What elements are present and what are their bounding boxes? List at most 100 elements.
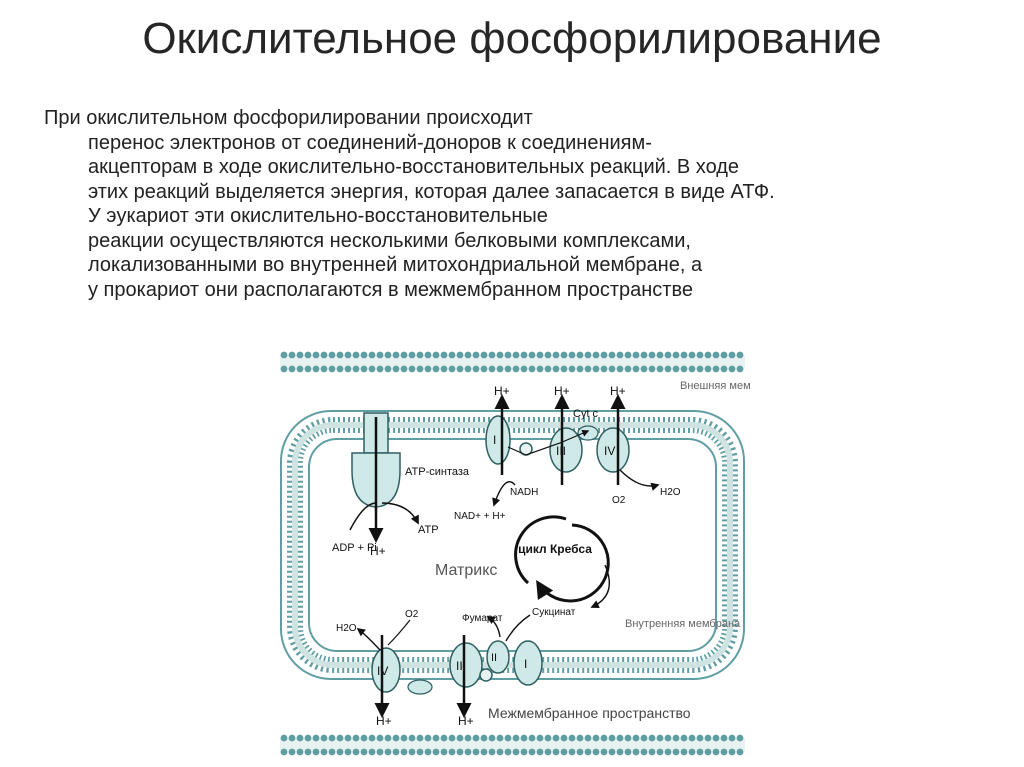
lipid-head bbox=[352, 734, 360, 742]
lipid-head bbox=[736, 351, 744, 359]
lipid-head bbox=[512, 351, 520, 359]
lipid-head bbox=[488, 748, 496, 756]
lipid-head bbox=[464, 351, 472, 359]
lipid-head bbox=[344, 748, 352, 756]
lipid-head bbox=[560, 365, 568, 373]
lipid-head bbox=[440, 734, 448, 742]
lipid-head bbox=[528, 365, 536, 373]
lipid-head bbox=[512, 748, 520, 756]
complex-iii-bottom: III bbox=[449, 642, 483, 688]
lipid-head bbox=[728, 734, 736, 742]
lipid-head bbox=[496, 365, 504, 373]
lipid-head bbox=[504, 734, 512, 742]
lipid-head bbox=[304, 351, 312, 359]
complex-iv-bottom: IV bbox=[371, 647, 401, 693]
complex-i-bottom-label: I bbox=[524, 657, 527, 671]
lipid-head bbox=[664, 734, 672, 742]
lipid-head bbox=[640, 365, 648, 373]
lipid-head bbox=[320, 351, 328, 359]
lipid-head bbox=[448, 734, 456, 742]
lipid-head bbox=[360, 734, 368, 742]
complex-iii-bottom-label: III bbox=[456, 659, 466, 673]
lipid-head bbox=[512, 365, 520, 373]
krebs-label: цикл Кребса bbox=[518, 542, 592, 556]
lipid-head bbox=[672, 351, 680, 359]
lipid-head bbox=[672, 734, 680, 742]
lipid-head bbox=[376, 365, 384, 373]
lipid-head bbox=[536, 734, 544, 742]
lipid-head bbox=[600, 351, 608, 359]
lipid-head bbox=[296, 365, 304, 373]
lipid-head bbox=[416, 734, 424, 742]
lipid-head bbox=[456, 365, 464, 373]
lipid-head bbox=[304, 365, 312, 373]
lipid-head bbox=[544, 351, 552, 359]
lipid-head bbox=[656, 748, 664, 756]
proton-iv-bottom: H+ bbox=[376, 714, 392, 728]
lipid-head bbox=[696, 748, 704, 756]
lipid-head bbox=[544, 734, 552, 742]
lipid-head bbox=[336, 748, 344, 756]
lipid-head bbox=[592, 748, 600, 756]
paragraph-line: перенос электронов от соединений-доноров… bbox=[88, 131, 652, 154]
lipid-head bbox=[680, 734, 688, 742]
complex-ii-bottom-label: II bbox=[491, 652, 497, 664]
complex-i-top-label: I bbox=[493, 433, 496, 447]
lipid-head bbox=[376, 734, 384, 742]
lipid-head bbox=[280, 365, 288, 373]
lipid-head bbox=[528, 734, 536, 742]
paragraph-line: реакции осуществляются несколькими белко… bbox=[88, 229, 691, 252]
lipid-head bbox=[624, 351, 632, 359]
outer-membrane-top bbox=[280, 351, 745, 373]
proton-iii-bottom: H+ bbox=[458, 714, 474, 728]
lipid-head bbox=[320, 734, 328, 742]
paragraph-line: акцепторам в ходе окислительно-восстанов… bbox=[88, 156, 740, 178]
lipid-head bbox=[736, 748, 744, 756]
lipid-head bbox=[704, 734, 712, 742]
lipid-head bbox=[720, 748, 728, 756]
inner-membrane bbox=[280, 410, 745, 680]
proton-iv: H+ bbox=[610, 384, 626, 398]
lipid-head bbox=[432, 351, 440, 359]
lipid-head bbox=[464, 734, 472, 742]
lipid-head bbox=[568, 734, 576, 742]
lipid-head bbox=[504, 748, 512, 756]
lipid-head bbox=[328, 351, 336, 359]
lipid-head bbox=[384, 351, 392, 359]
lipid-head bbox=[368, 351, 376, 359]
lipid-head bbox=[648, 734, 656, 742]
lipid-head bbox=[696, 351, 704, 359]
lipid-head bbox=[312, 748, 320, 756]
lipid-head bbox=[296, 351, 304, 359]
lipid-head bbox=[360, 748, 368, 756]
lipid-head bbox=[456, 734, 464, 742]
lipid-head bbox=[320, 365, 328, 373]
paragraph-line: При окислительном фосфорилировании проис… bbox=[44, 107, 533, 129]
complex-iv-top-label: IV bbox=[604, 444, 615, 458]
lipid-head bbox=[296, 734, 304, 742]
lipid-head bbox=[576, 748, 584, 756]
lipid-head bbox=[720, 351, 728, 359]
outer-membrane-label: Внешняя мембрана bbox=[680, 380, 750, 392]
lipid-head bbox=[344, 351, 352, 359]
lipid-head bbox=[504, 365, 512, 373]
lipid-head bbox=[728, 748, 736, 756]
lipid-head bbox=[600, 748, 608, 756]
lipid-head bbox=[408, 748, 416, 756]
lipid-head bbox=[712, 734, 720, 742]
h2o-bottom-label: H2O bbox=[336, 623, 357, 634]
lipid-head bbox=[312, 365, 320, 373]
lipid-head bbox=[392, 748, 400, 756]
proton-atp-synthase: H+ bbox=[370, 544, 386, 558]
lipid-head bbox=[480, 734, 488, 742]
lipid-head bbox=[560, 734, 568, 742]
atp-synthase-label: ATP-синтаза bbox=[405, 466, 470, 478]
lipid-head bbox=[328, 365, 336, 373]
lipid-head bbox=[520, 734, 528, 742]
lipid-head bbox=[400, 734, 408, 742]
lipid-head bbox=[616, 365, 624, 373]
lipid-head bbox=[632, 748, 640, 756]
lipid-head bbox=[624, 748, 632, 756]
lipid-head bbox=[304, 748, 312, 756]
lipid-head bbox=[616, 734, 624, 742]
